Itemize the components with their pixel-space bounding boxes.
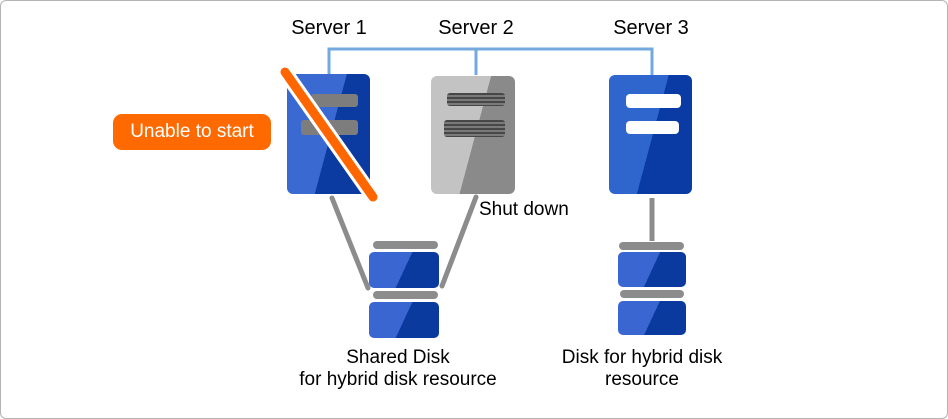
shared-disk-unit-bottom [369, 302, 439, 338]
server2-vent-bar-top [447, 93, 505, 106]
server1-icon [287, 74, 370, 194]
hybrid-disk-unit-bottom [618, 301, 686, 335]
server3-label: Server 3 [613, 17, 689, 39]
unable-to-start-badge: Unable to start [113, 114, 271, 150]
server1-label: Server 1 [291, 17, 367, 39]
hybrid-disk-cap-top [619, 242, 684, 250]
shutdown-label: Shut down [479, 199, 569, 220]
hybrid-disk-caption: Disk for hybrid disk resource [542, 347, 742, 391]
shared-disk-unit-top [369, 252, 439, 288]
server1-slot-bar-top [311, 94, 358, 107]
shared-disk-caption-line1: Shared Disk [346, 347, 450, 368]
server2-vent-bar-bottom [444, 120, 505, 137]
hybrid-disk-caption-line1: Disk for hybrid disk [561, 347, 723, 368]
server1-slot-bar-bottom [301, 120, 358, 135]
shared-disk-caption: Shared Disk for hybrid disk resource [278, 347, 518, 391]
server2-label: Server 2 [438, 17, 514, 39]
server1-shared-disk-link-line [329, 195, 371, 291]
hybrid-disk-caption-line2: resource [605, 369, 679, 390]
server2-icon [431, 76, 515, 194]
server2-shared-disk-link-line [439, 194, 479, 289]
shared-disk-cap-top [373, 241, 438, 249]
server3-icon [609, 75, 692, 194]
server3-slot-bar-top [626, 94, 681, 108]
shared-disk-cap-middle [373, 291, 438, 299]
interconnect-line [327, 47, 654, 75]
server3-slot-bar-bottom [626, 121, 679, 134]
shared-disk-caption-line2: for hybrid disk resource [299, 369, 497, 390]
hybrid-disk-unit-top [618, 252, 686, 287]
hybrid-disk-cap-middle [620, 290, 684, 298]
